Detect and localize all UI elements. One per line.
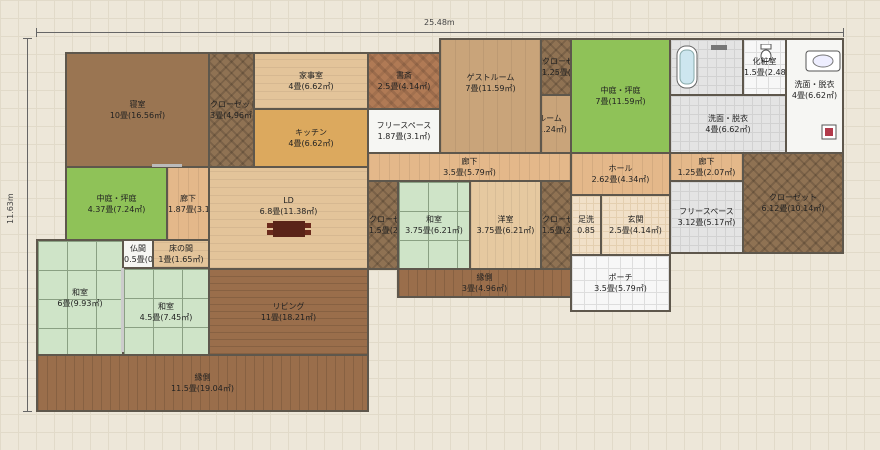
bath-faucet-icon [711, 45, 727, 50]
toilet-icon [760, 44, 772, 62]
height-dimension-tick-bottom [23, 411, 32, 412]
dining-table-icon [267, 221, 311, 237]
room-closet-2[interactable]: クローゼット1.25畳(2.07㎡) [540, 38, 572, 96]
width-dimension-label: 25.48m [424, 18, 455, 27]
sliding-door-marker [121, 268, 124, 352]
height-dimension-line [27, 38, 28, 412]
width-dimension-tick-left [36, 28, 37, 37]
room-rouka-3[interactable]: 廊下1.87畳(3.1㎡) [166, 166, 210, 241]
room-closet-3[interactable]: クローゼット1.5畳(2.48㎡) [367, 180, 399, 270]
room-bath[interactable] [669, 38, 744, 96]
room-closet-4[interactable]: クローゼット1.5畳(2.48㎡) [540, 180, 572, 270]
sliding-door-marker [152, 164, 182, 167]
width-dimension-line [36, 32, 844, 33]
room-guest-2[interactable]: ゲストルーム0.75畳(1.24㎡) [540, 94, 572, 154]
sink-icon [805, 50, 841, 72]
room-butsuma[interactable]: 仏間0.5畳(0.82㎡) [122, 239, 154, 269]
width-dimension-tick-right [843, 28, 844, 37]
height-dimension-tick-top [23, 38, 32, 39]
bathtub-icon [676, 45, 698, 89]
washing-machine-icon [821, 124, 837, 140]
